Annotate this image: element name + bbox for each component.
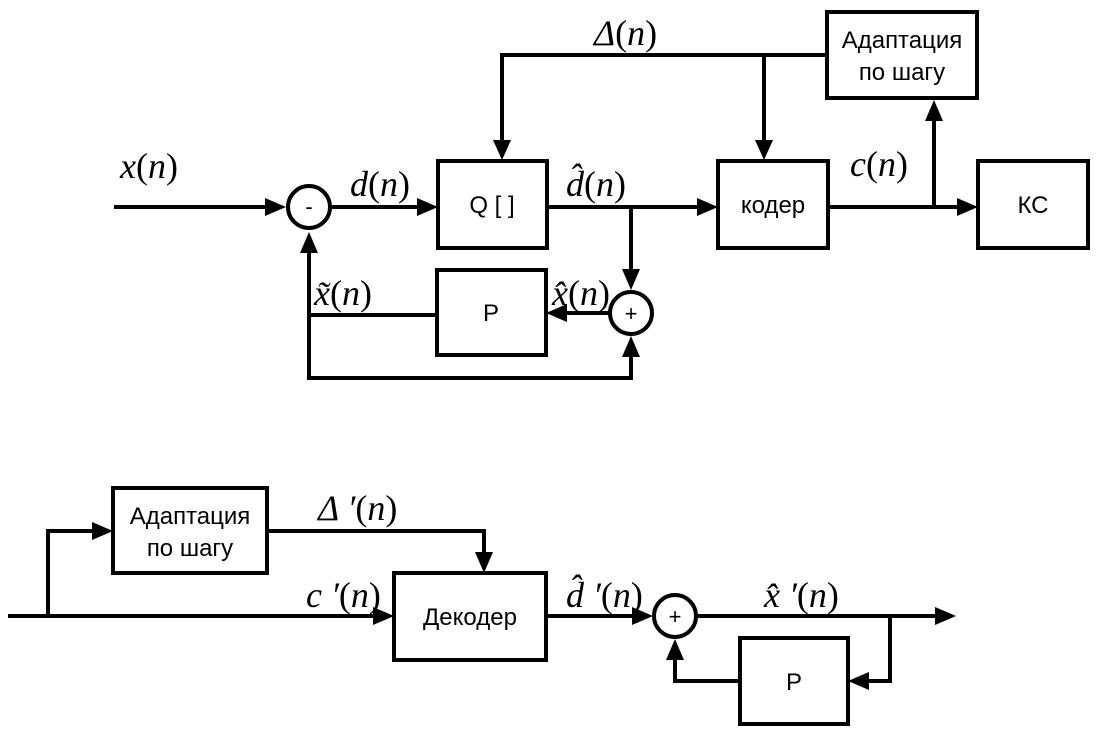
decoder-adapt-arrowhead xyxy=(92,522,113,540)
encoder-diagram: Адаптация по шагу Q [ ] кодер КС P - + x… xyxy=(114,10,1090,380)
encoder-adaptation-label-1: Адаптация xyxy=(842,27,963,54)
label-c-n: c(n) xyxy=(850,144,908,184)
decoder-dhat-arrowhead xyxy=(632,607,653,625)
decoder-adaptation-label-2: по шагу xyxy=(147,535,233,562)
subtractor-sign: - xyxy=(305,194,312,219)
encoder-predictor-block xyxy=(435,268,548,357)
label-delta-n: Δ(n) xyxy=(592,13,657,53)
decoder-label: Декодер xyxy=(423,604,517,631)
predictor-input-arrowhead xyxy=(546,304,567,322)
d-arrowhead xyxy=(417,198,438,216)
adder-top-arrowhead xyxy=(622,269,640,290)
decoder-step-line xyxy=(267,529,486,553)
q-input-arrowhead xyxy=(493,140,511,160)
decoder-predictor-arrowhead xyxy=(848,672,869,690)
label-x-n: x(n) xyxy=(119,146,178,186)
label-xhat-prime-n: x̂ ′(n) xyxy=(763,575,839,615)
c-arrowhead xyxy=(957,198,978,216)
label-d-n: d(n) xyxy=(350,164,410,204)
decoder-adder-sign: + xyxy=(669,604,682,629)
decoder-adder-arrowhead xyxy=(666,639,684,660)
channel-block xyxy=(976,159,1090,250)
label-xhat-n: x̂(n) xyxy=(551,273,610,313)
feedback-line xyxy=(307,315,633,380)
label-delta-prime-n: Δ ′(n) xyxy=(316,488,397,528)
label-dhat-prime-n: d̂ ′(n) xyxy=(566,574,643,615)
step-size-line xyxy=(500,53,827,142)
label-c-prime-n: c ′(n) xyxy=(306,575,381,615)
subtractor-bottom-arrowhead xyxy=(300,232,318,253)
decoder-predictor-block xyxy=(738,636,850,726)
label-xtilde-n: x̃(n) xyxy=(313,273,372,313)
input-arrowhead xyxy=(265,198,286,216)
subtractor-circle xyxy=(286,184,332,230)
decoder-branch-line xyxy=(46,529,92,616)
encoder-adaptation-block xyxy=(825,10,979,100)
encoder-adder-circle xyxy=(608,290,654,336)
decoder-input-arrowhead xyxy=(373,607,394,625)
dhat-arrowhead xyxy=(697,198,718,216)
decoder-step-arrowhead xyxy=(475,552,493,573)
coder-step-arrowhead xyxy=(755,140,773,160)
decoder-adaptation-block xyxy=(111,486,269,575)
adder-bottom-arrowhead xyxy=(622,336,640,357)
encoder-predictor-label: P xyxy=(483,300,499,327)
adapt-input-arrowhead xyxy=(925,100,943,121)
quantizer-block xyxy=(436,159,549,250)
decoder-adaptation-label-1: Адаптация xyxy=(130,503,251,530)
encoder-adder-sign: + xyxy=(625,301,638,326)
encoder-adaptation-label-2: по шагу xyxy=(859,59,945,86)
quantizer-label: Q [ ] xyxy=(469,192,514,219)
decoder-predictor-output-line xyxy=(673,659,740,683)
decoder-feedback-line xyxy=(868,616,892,683)
label-dhat-n: d̂(n) xyxy=(566,163,626,204)
coder-label: кодер xyxy=(741,192,805,219)
channel-label: КС xyxy=(1017,192,1048,219)
decoder-adder-circle xyxy=(652,593,698,639)
coder-block xyxy=(716,159,830,250)
decoder-output-arrowhead xyxy=(935,607,956,625)
decoder-predictor-label: P xyxy=(786,669,802,696)
decoder-block xyxy=(392,571,548,662)
decoder-diagram: Адаптация по шагу Декодер P + Δ ′(n) c ′… xyxy=(8,486,956,726)
